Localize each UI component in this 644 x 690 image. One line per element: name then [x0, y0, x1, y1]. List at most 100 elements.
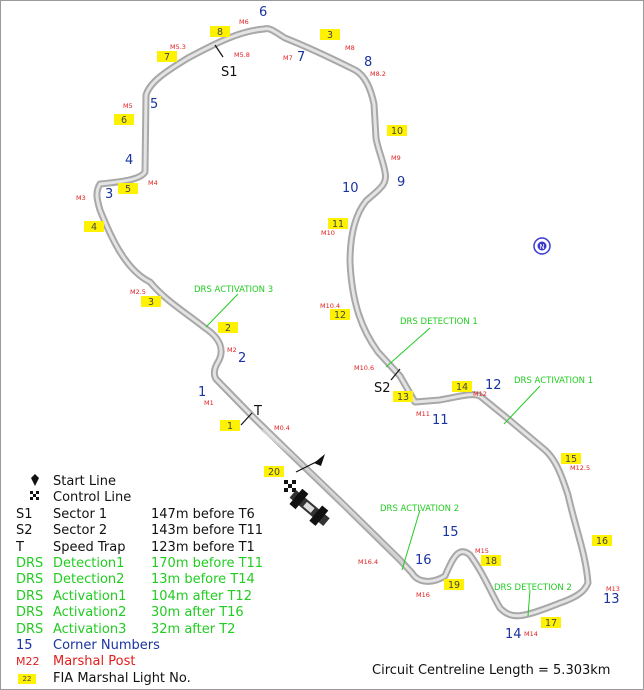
corner-number: 9 [397, 175, 405, 190]
marshal-post-label: M8.2 [370, 70, 386, 78]
s1-label: S1 [221, 65, 238, 80]
timing-labels: S1 S2 T [221, 65, 391, 419]
legend-symbol: 22 [18, 673, 36, 684]
drs-leaders [205, 293, 541, 617]
legend-row-speed-trap: T Speed Trap 123m before T1 [16, 540, 316, 556]
marshal-light-number: 14 [456, 382, 468, 393]
race-car-icon [289, 488, 330, 526]
legend-label: FIA Marshal Light No. [53, 670, 191, 686]
marshal-light-box: 13 [393, 391, 413, 403]
s2-label: S2 [374, 381, 391, 396]
marshal-post-label: M2 [227, 346, 237, 354]
corner-number: 16 [415, 553, 432, 568]
corner-number: 6 [259, 5, 267, 20]
legend-row-marshal-light: 22 FIA Marshal Light No. [16, 671, 316, 687]
marshal-post-label: M15 [475, 547, 489, 555]
marshal-light-bg [114, 114, 134, 125]
marshal-light-bg [218, 322, 238, 333]
marshal-post-label: M12 [473, 390, 487, 398]
compass-icon: N [533, 237, 551, 255]
marshal-light-number: 10 [391, 126, 403, 137]
marshal-light-bg [157, 51, 177, 62]
legend-row-control-line: Control Line [16, 490, 316, 506]
marshal-light-bg [141, 296, 161, 307]
marshal-light-box: 17 [541, 617, 561, 629]
marshal-light-box: 15 [561, 453, 581, 465]
marshal-light-number: 17 [545, 618, 557, 629]
marshal-light-number: 5 [125, 184, 131, 195]
corner-number: 8 [364, 55, 372, 70]
track [93, 25, 592, 620]
start-flag-icon [284, 454, 325, 492]
legend-label: Detection2 [53, 572, 125, 588]
drs-activation-1-label: DRS ACTIVATION 1 [514, 376, 593, 386]
legend-label: Sector 1 [53, 506, 108, 522]
speed-trap-label: T [253, 404, 262, 419]
drs-activation-3-label: DRS ACTIVATION 3 [194, 285, 273, 295]
marshal-light-number: 15 [565, 454, 577, 465]
marshal-light-box: 18 [481, 555, 501, 567]
legend-label: Activation2 [53, 605, 127, 621]
legend-symbol: DRS [16, 555, 44, 571]
legend-desc: 143m before T11 [151, 523, 264, 539]
marshal-light-number: 3 [327, 30, 333, 41]
marshal-post-label: M2.5 [130, 288, 146, 296]
corner-number: 3 [105, 187, 113, 202]
legend-label: Detection1 [53, 555, 125, 571]
corner-number: 10 [342, 181, 359, 196]
legend-symbol: DRS [16, 605, 44, 621]
corner-number: 11 [432, 413, 449, 428]
marshal-post-label: M13 [606, 585, 620, 593]
marshal-light-bg [330, 309, 350, 320]
compass-label: N [539, 243, 544, 251]
legend-row-start-line: Start Line [16, 473, 316, 490]
circuit-length: Circuit Centreline Length = 5.303km [372, 663, 611, 678]
marshal-post-label: M7 [283, 54, 293, 62]
legend-row-sector-2: S2 Sector 2 143m before T11 [16, 523, 316, 539]
marshal-light-number: 2 [225, 323, 231, 334]
legend-desc: 170m before T11 [151, 555, 264, 571]
marshal-light-bg [481, 555, 501, 566]
legend-label: Activation1 [53, 588, 127, 604]
marshal-light-number: 7 [164, 52, 170, 63]
legend-row-drs-activation-2: DRS Activation2 30m after T16 [16, 605, 316, 621]
marshal-post-label: M14 [524, 630, 538, 638]
marshal-light-number: 13 [397, 392, 409, 403]
drs-act1-leader [503, 385, 541, 425]
corner-number: 13 [603, 592, 620, 607]
legend-row-drs-activation-1: DRS Activation1 104m after T12 [16, 589, 316, 605]
legend-row-corner-numbers: 15 Corner Numbers [16, 638, 316, 654]
legend-label: Activation3 [53, 621, 127, 637]
legend-symbol: S2 [16, 523, 33, 539]
marshal-posts: M1M2M2.5M3M4M5M5.3M5.8M6M7M8M8.2M9M10M10… [76, 18, 620, 638]
corner-number: 7 [297, 50, 305, 65]
marshal-post-label: M10 [321, 229, 335, 237]
marshal-light-box: 5 [118, 183, 138, 195]
legend-label: Marshal Post [53, 654, 136, 670]
marshal-light-box: 7 [157, 51, 177, 63]
marshal-post-label: M10.4 [320, 302, 340, 310]
marshal-light-number: 1 [227, 421, 233, 432]
pit-lane [261, 429, 406, 566]
legend-label: Speed Trap [53, 539, 126, 555]
marshal-post-label: M6 [239, 18, 249, 26]
marshal-light-box: 20 [264, 466, 284, 478]
marshal-light-number: 20 [268, 467, 280, 478]
legend-label: Sector 2 [53, 523, 108, 539]
legend-symbol: DRS [16, 572, 44, 588]
checkered-flag-icon [16, 490, 53, 506]
marshal-light-bg [444, 579, 464, 590]
marshal-post-label: M4 [148, 179, 158, 187]
marshal-post-label: M5.8 [234, 51, 250, 59]
legend-row-drs-detection-1: DRS Detection1 170m before T11 [16, 556, 316, 572]
marshal-light-bg [210, 26, 230, 37]
drs-detection-2-label: DRS DETECTION 2 [494, 583, 572, 593]
marshal-light-box: 14 [452, 381, 472, 393]
legend-row-sector-1: S1 Sector 1 147m before T6 [16, 507, 316, 523]
marshal-light-number: 4 [91, 222, 97, 233]
marshal-light-bg [592, 535, 612, 546]
legend-desc: 147m before T6 [151, 506, 255, 522]
marshal-light-bg [320, 29, 340, 40]
marshal-post-label: M5 [123, 102, 133, 110]
